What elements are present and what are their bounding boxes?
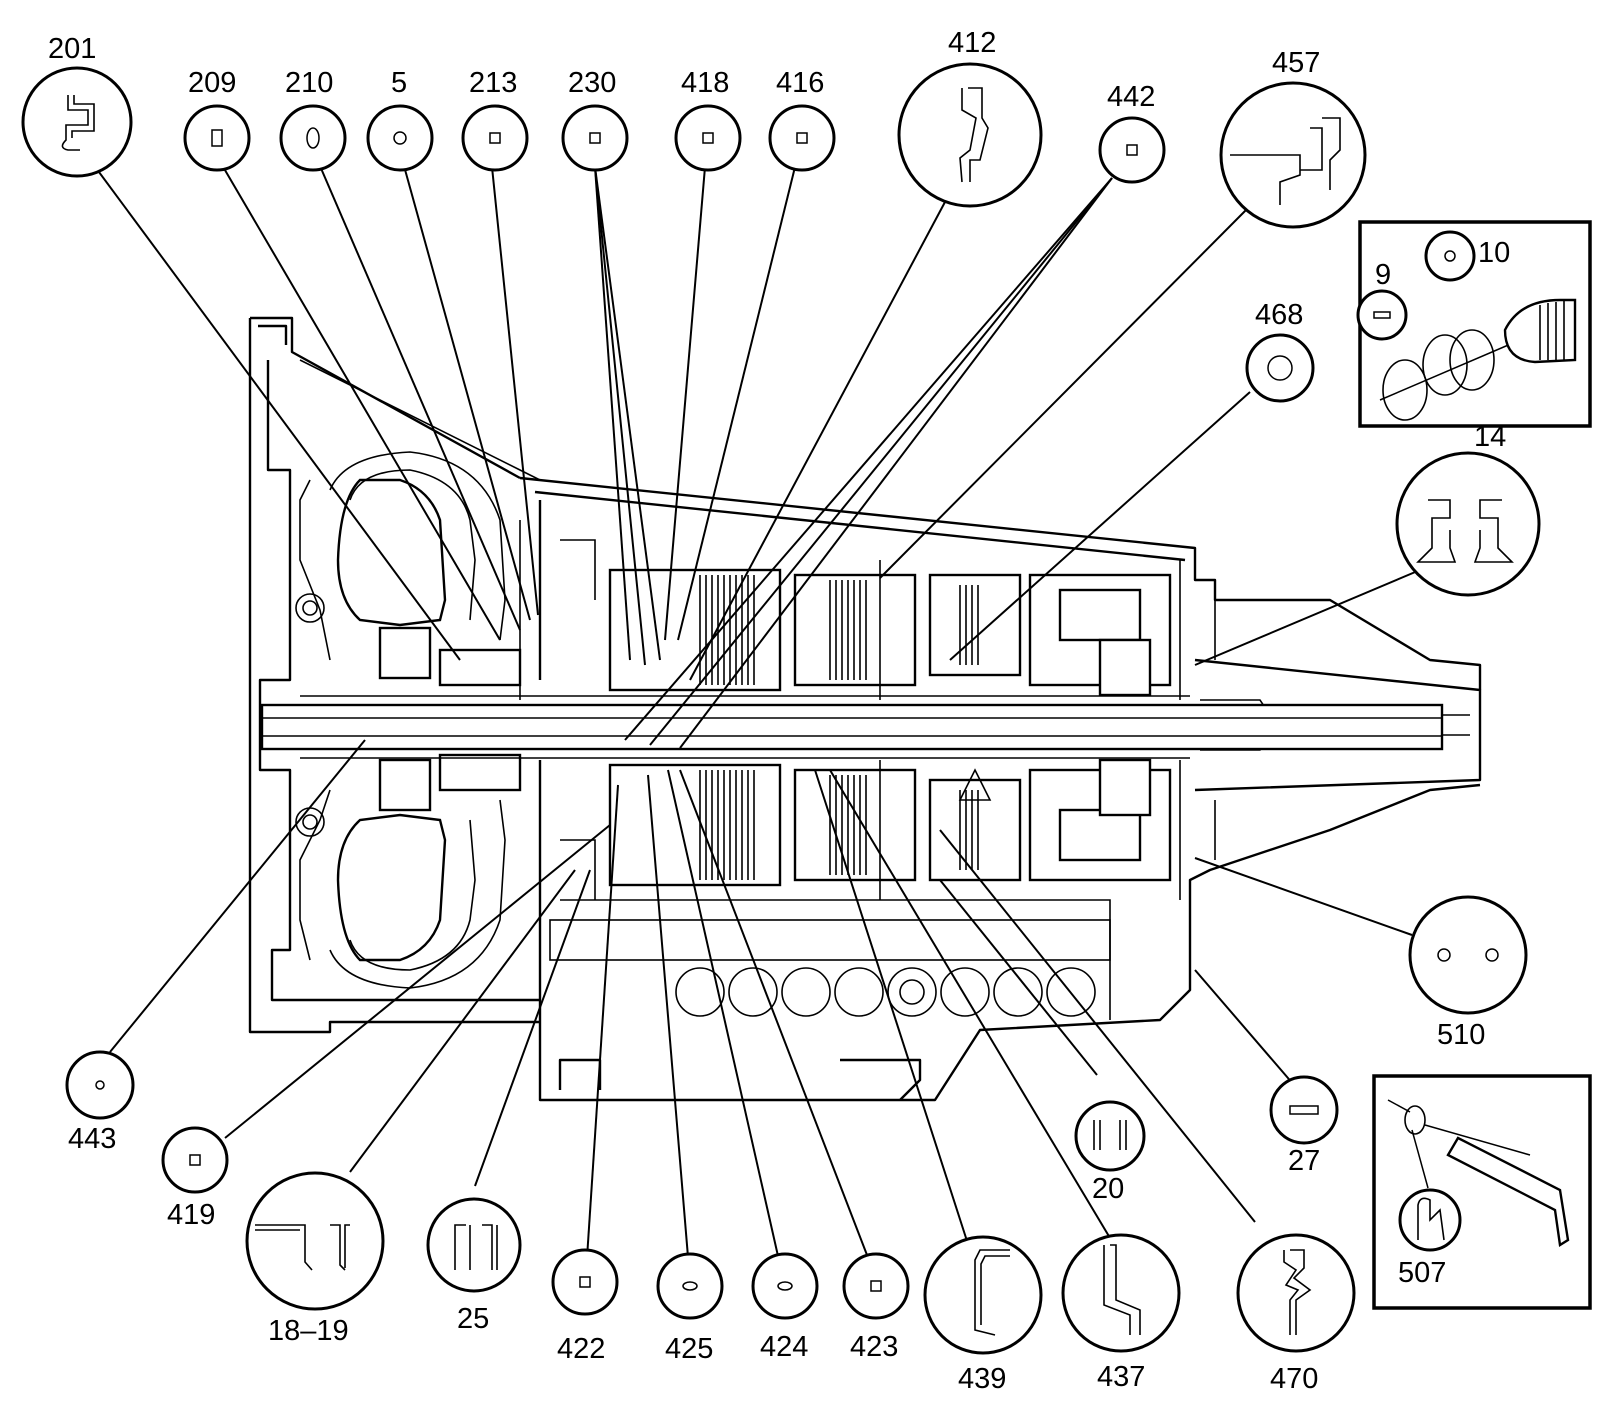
callout-5: 5 [391,67,407,99]
callout-442: 442 [1107,81,1155,113]
inset-pin-box [1372,1074,1592,1310]
callout-213: 213 [469,67,517,99]
callout-18-19: 18–19 [268,1315,349,1347]
callout-437: 437 [1097,1361,1145,1393]
callout-424: 424 [760,1331,808,1363]
callout-422: 422 [557,1333,605,1365]
callout-9: 9 [1375,259,1391,291]
callout-425: 425 [665,1333,713,1365]
callout-230: 230 [568,67,616,99]
callout-507: 507 [1398,1257,1446,1289]
callout-14: 14 [1474,421,1506,453]
callout-457: 457 [1272,47,1320,79]
callout-210: 210 [285,67,333,99]
callout-201-circle [21,66,133,178]
callout-419: 419 [167,1199,215,1231]
callout-418: 418 [681,67,729,99]
callout-25: 25 [457,1303,489,1335]
callout-209: 209 [188,67,236,99]
callout-412: 412 [948,27,996,59]
callout-439: 439 [958,1363,1006,1395]
callout-470: 470 [1270,1363,1318,1395]
callout-20: 20 [1092,1173,1124,1205]
leader-lines [95,164,1456,1259]
callout-labels: 201 209 210 5 213 230 418 416 412 442 45… [48,27,1510,1395]
transmission-body [248,316,1482,1102]
callout-443: 443 [68,1123,116,1155]
callout-circles [21,62,1541,1355]
callout-423: 423 [850,1331,898,1363]
callout-510: 510 [1437,1019,1485,1051]
callout-468: 468 [1255,299,1303,331]
callout-10: 10 [1478,237,1510,269]
callout-201: 201 [48,33,96,65]
callout-416: 416 [776,67,824,99]
callout-27: 27 [1288,1145,1320,1177]
